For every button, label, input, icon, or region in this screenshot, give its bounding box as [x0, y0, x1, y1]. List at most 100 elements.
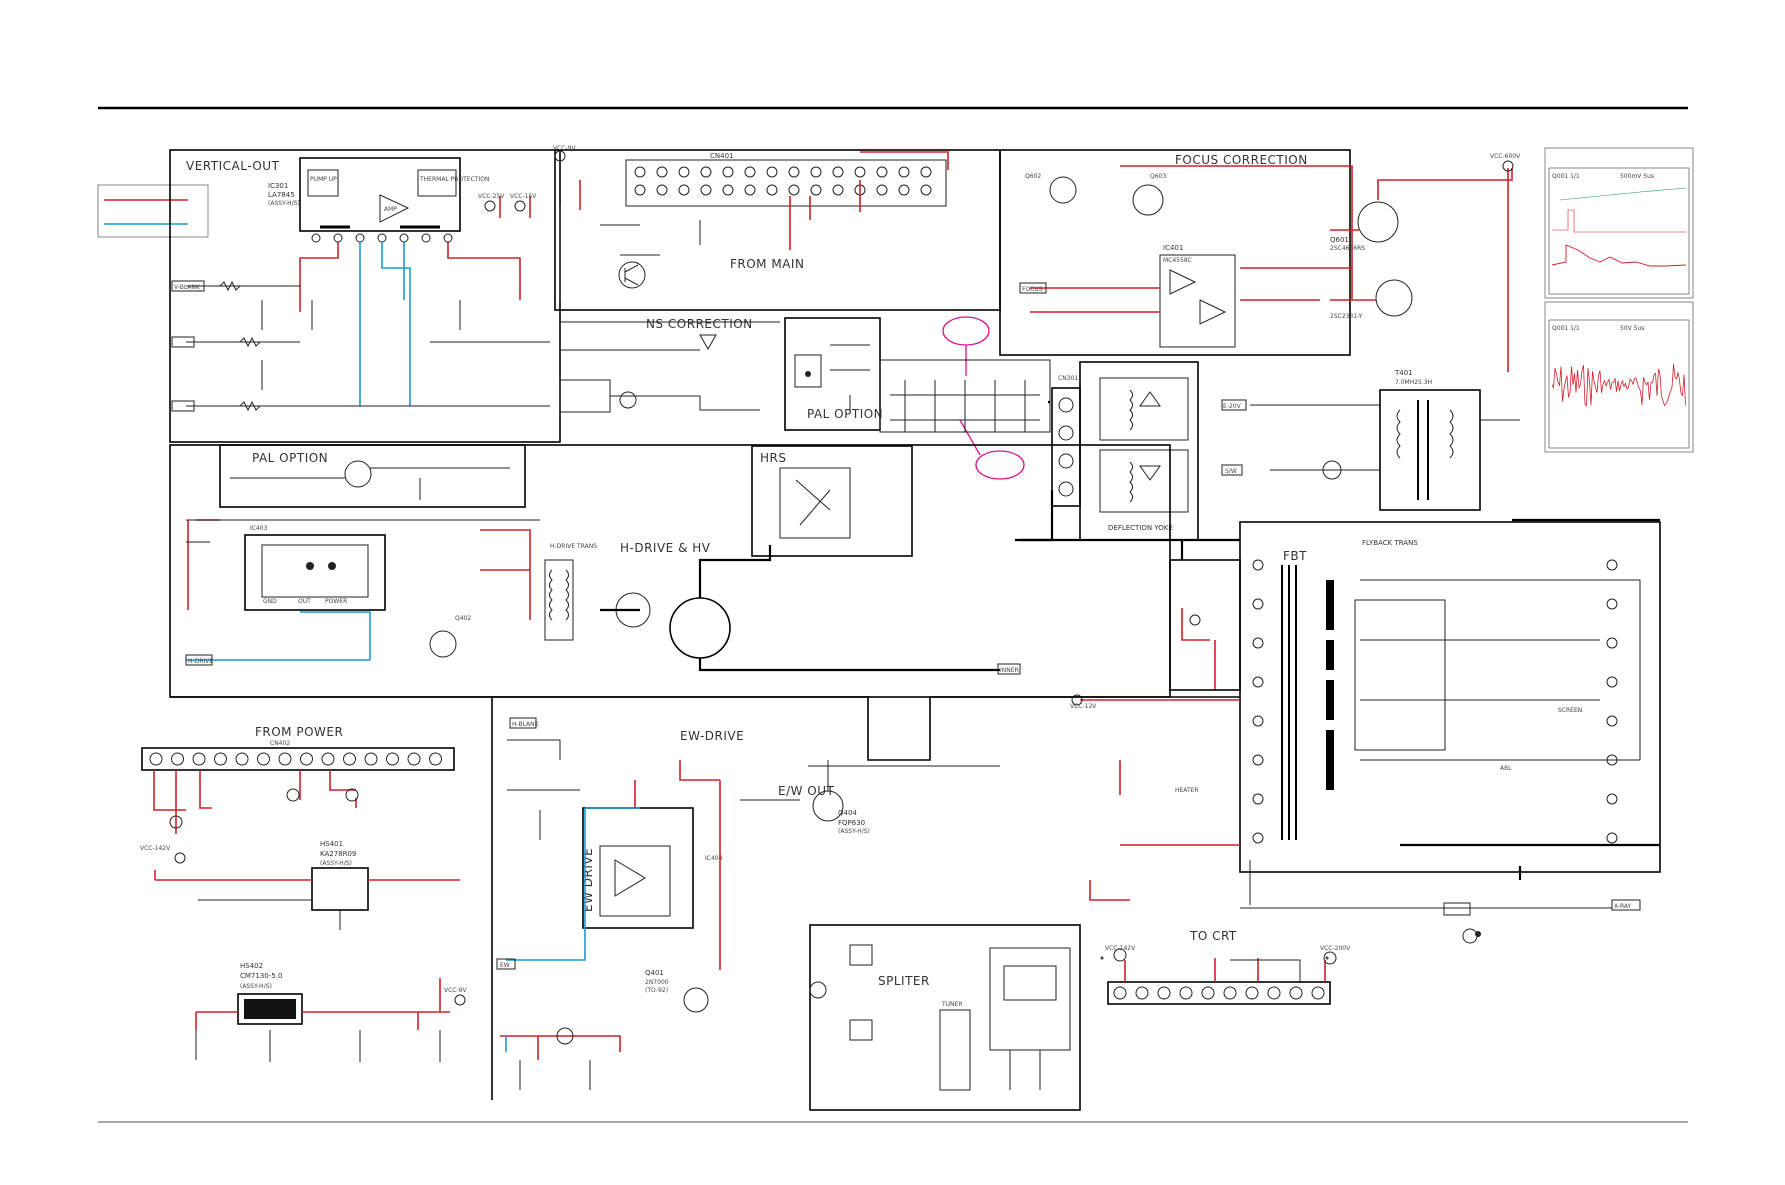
tuner-label: TUNER — [941, 1001, 963, 1008]
pin — [1223, 986, 1237, 1000]
ic301-part: LA7845 — [268, 191, 295, 199]
cn402-pins — [149, 752, 442, 766]
pin — [678, 184, 690, 196]
from-main-block: CN401 FROM MAIN — [554, 149, 1001, 311]
scope-panel-1: Q001 1/1 500mV 5us — [1544, 147, 1694, 299]
hv-main-bus — [1020, 538, 1240, 560]
pin — [1267, 986, 1281, 1000]
pin — [854, 166, 866, 178]
ic403-block: IC403 GND OUT POWER — [244, 525, 386, 611]
cn301-label: CN301 — [1058, 375, 1078, 382]
pin — [386, 752, 399, 766]
screen-label: SCREEN — [1558, 707, 1582, 714]
scope-1-title: Q001 1/1 — [1552, 173, 1580, 180]
ic403-label: IC403 — [250, 525, 268, 532]
section-hrs: HRS — [760, 451, 786, 465]
xray-tag: X-RAY — [1611, 899, 1641, 911]
section-ew-drive: EW-DRIVE — [680, 729, 744, 743]
abl-label: ABL — [1500, 765, 1512, 772]
section-vertical-out: VERTICAL-OUT — [186, 159, 280, 173]
q404-part: FQP630 — [838, 819, 865, 827]
ic403-power: POWER — [325, 598, 347, 605]
pin — [1113, 986, 1127, 1000]
ic301-pins — [311, 233, 453, 243]
svg-text:VCC-200V: VCC-200V — [1320, 945, 1351, 952]
section-pal-option-left: PAL OPTION — [252, 451, 328, 465]
t401-transformer: T401 7.0MH25.3H E-20V S/W — [1221, 369, 1520, 511]
pin — [898, 166, 910, 178]
v-blank-tag: V-BLANK — [171, 280, 205, 292]
section-from-main: FROM MAIN — [730, 257, 804, 271]
section-to-crt: TO CRT — [1189, 929, 1237, 943]
section-ew-out: E/W OUT — [778, 784, 835, 798]
svg-text:V-BLANK: V-BLANK — [174, 284, 201, 291]
svg-text:VCC-9V: VCC-9V — [553, 145, 576, 152]
pin — [656, 166, 668, 178]
pin — [788, 184, 800, 196]
fbt-pin — [1252, 559, 1264, 571]
q403-zone — [500, 1027, 621, 1090]
svg-text:VCC-142V: VCC-142V — [1105, 945, 1136, 952]
svg-text:VCC-600V: VCC-600V — [1490, 153, 1521, 160]
inner-tag: INNER — [997, 663, 1021, 675]
pin — [235, 752, 249, 766]
amp-label: AMP — [384, 206, 397, 213]
svg-text:S/W: S/W — [1225, 468, 1237, 475]
h-linearity-strip — [879, 359, 1054, 542]
pal-option-left-block: PAL OPTION — [219, 444, 526, 508]
hs402-note: (ASSY-H/S) — [240, 983, 272, 990]
hv-bus-right — [1400, 518, 1660, 880]
section-splitter: SPLITER — [878, 974, 930, 988]
pin — [678, 166, 690, 178]
svg-text:VCC-9V: VCC-9V — [444, 987, 467, 994]
pin — [429, 752, 442, 766]
cn401-pins — [634, 166, 932, 196]
fbt-pin — [1252, 637, 1264, 649]
q601-part: 2SC4636RS — [1330, 245, 1365, 252]
fbt-pin — [1606, 715, 1618, 727]
hs402-part: CM7130-5.0 — [240, 972, 282, 980]
pin — [722, 184, 734, 196]
ic301-note: (ASSY-H/S) — [268, 200, 300, 207]
q401-label: Q401 — [645, 969, 664, 977]
pin — [634, 184, 646, 196]
ic404-label: IC404 — [705, 855, 723, 862]
from-power-block: FROM POWER CN402 — [141, 725, 455, 834]
section-from-power: FROM POWER — [255, 725, 343, 739]
svg-text:E-20V: E-20V — [1223, 403, 1242, 410]
svg-text:VCC-25V: VCC-25V — [478, 193, 505, 200]
svg-text:FOCUS: FOCUS — [1022, 286, 1043, 293]
ic403-out: OUT — [298, 598, 311, 605]
pin — [832, 184, 844, 196]
scope-2-readout: 50V 5us — [1620, 325, 1644, 332]
section-deflection-yoke: DEFLECTION YOKE — [1108, 524, 1173, 532]
hs401-label: HS401 — [320, 840, 343, 848]
q601-label: Q601 — [1330, 236, 1349, 244]
pin — [171, 752, 184, 766]
fbt-pin — [1606, 832, 1618, 844]
vcc-flags: VCC-25V VCC-15V VCC-9V VCC-12V VCC-9V VC… — [140, 145, 1351, 1006]
hs402-block: HS402 CM7130-5.0 (ASSY-H/S) — [195, 962, 450, 1062]
ic401-part: MC4558C — [1163, 257, 1192, 264]
splitter-block: SPLITER TUNER — [809, 924, 1081, 1111]
q601-driver: Q601 2SC4636RS 2SC2331-Y — [1330, 168, 1513, 372]
pin — [744, 184, 756, 196]
xray-area: X-RAY — [1240, 860, 1641, 944]
fbt-pin — [1252, 676, 1264, 688]
pin — [920, 184, 932, 196]
pin — [321, 752, 335, 766]
pin — [700, 166, 712, 178]
t401-part: 7.0MH25.3H — [1395, 379, 1432, 386]
pin — [1157, 986, 1171, 1000]
pin — [766, 184, 778, 196]
h-blank-tag: H-BLANK — [509, 717, 540, 729]
section-ew-drive-side: EW DRIVE — [581, 848, 595, 912]
pin — [1311, 986, 1325, 1000]
hs401-part: KA278R09 — [320, 850, 356, 858]
q404-label: Q404 — [838, 809, 857, 817]
e-20v-tag: E-20V — [1221, 399, 1247, 411]
hrs-block: HRS — [751, 445, 913, 557]
fbt-pins — [1252, 559, 1618, 844]
svg-text:X-RAY: X-RAY — [1614, 903, 1632, 910]
pin — [149, 752, 163, 766]
